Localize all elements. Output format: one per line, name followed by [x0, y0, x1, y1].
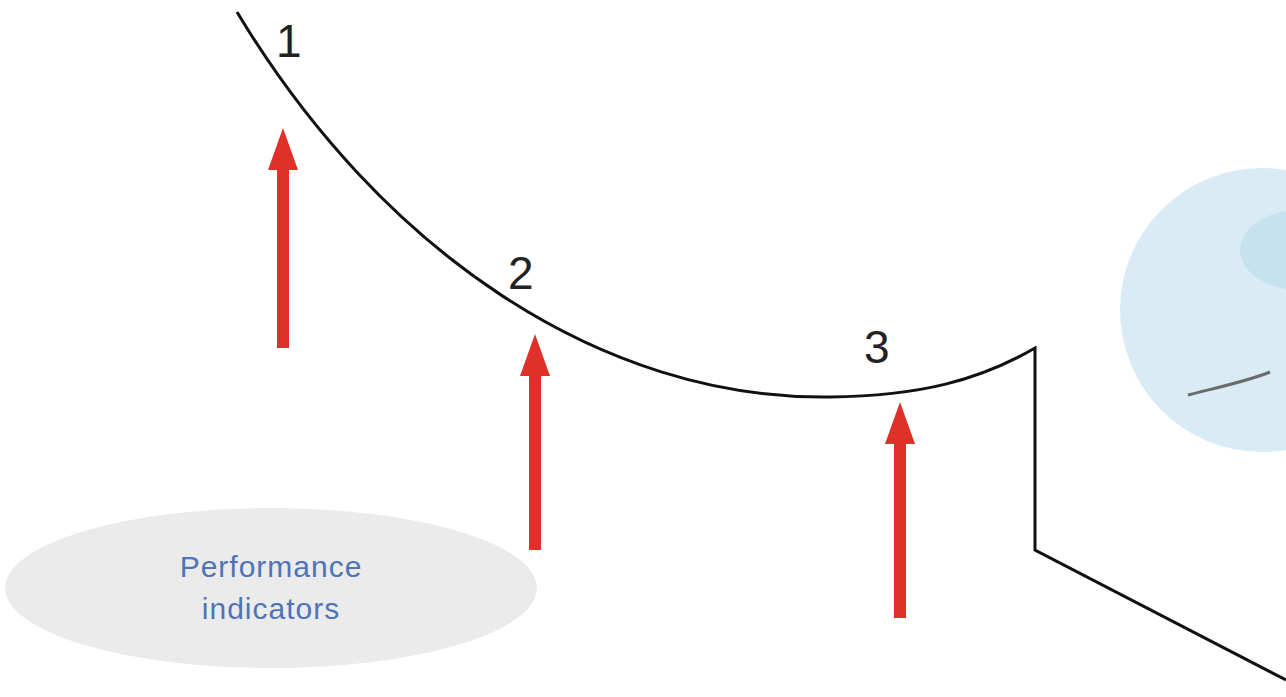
arrow-head [885, 402, 915, 444]
node-text: Performance indicators [156, 546, 386, 630]
cloud-picture [1240, 210, 1286, 290]
callout-number: 2 [508, 250, 534, 296]
callout-number: 1 [276, 18, 302, 64]
plane-sketch [1188, 372, 1270, 395]
arrow-head [268, 128, 298, 170]
callout-number: 3 [864, 324, 890, 370]
arrow-shaft [277, 165, 289, 348]
arrow-shaft [529, 372, 541, 550]
cloud-picture [1120, 168, 1286, 452]
arrow-head [520, 334, 550, 376]
arrow-shaft [894, 440, 906, 618]
indicator-ellipse: Performance indicators [5, 508, 537, 668]
